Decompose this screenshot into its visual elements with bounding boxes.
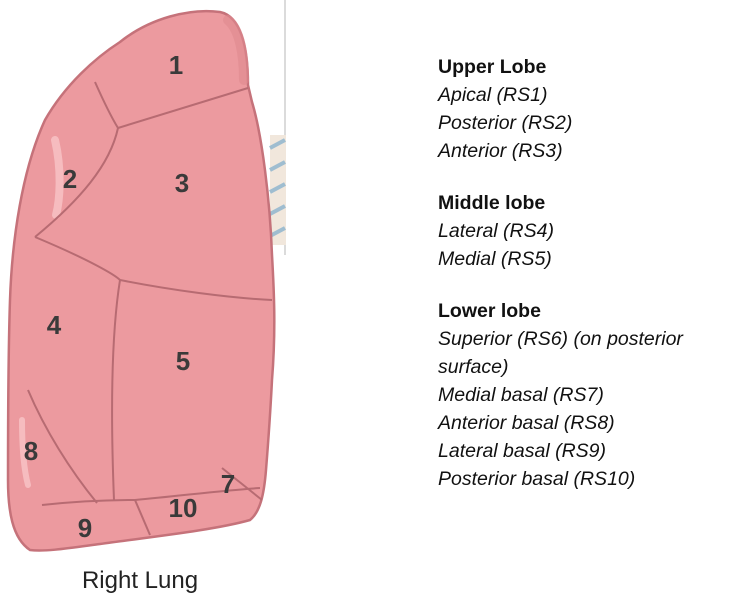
segment-label-7: 7 [221,469,235,499]
lung-outline [6,9,276,552]
segment-label-8: 8 [24,436,38,466]
legend-item: Medial basal (RS7) [438,384,604,406]
legend-item: Superior (RS6) (on posterior surface) [438,328,683,378]
legend-item: Apical (RS1) [438,84,548,106]
legend-upper-lobe: Upper Lobe Apical (RS1) Posterior (RS2) … [438,53,734,165]
legend-lower-lobe: Lower lobe Superior (RS6) (on posterior … [438,297,734,493]
segment-label-3: 3 [175,168,189,198]
legend-item: Posterior (RS2) [438,112,573,134]
legend-item: Lateral (RS4) [438,220,554,242]
lobe-title: Upper Lobe [438,56,547,78]
lung-highlights [19,15,249,488]
segment-legend: Upper Lobe Apical (RS1) Posterior (RS2) … [438,53,734,517]
lobe-title: Middle lobe [438,192,546,214]
segment-label-1: 1 [169,50,183,80]
segment-boundaries [27,81,273,536]
legend-item: Anterior basal (RS8) [438,412,615,434]
legend-item: Anterior (RS3) [438,140,563,162]
legend-middle-lobe: Middle lobe Lateral (RS4) Medial (RS5) [438,189,734,273]
lung-caption: Right Lung [81,567,199,594]
segment-numbers: 1 2 3 4 5 7 8 9 10 [24,50,235,543]
segment-label-9: 9 [78,513,92,543]
segment-label-10: 10 [169,493,198,523]
segment-label-4: 4 [47,310,62,340]
segment-label-5: 5 [176,346,190,376]
legend-item: Posterior basal (RS10) [438,468,636,490]
segment-label-2: 2 [63,164,77,194]
legend-item: Medial (RS5) [438,248,552,270]
airway-hint [269,0,286,255]
lobe-title: Lower lobe [438,300,541,322]
right-lung-diagram: 1 2 3 4 5 7 8 9 10 [6,0,286,552]
legend-item: Lateral basal (RS9) [438,440,606,462]
